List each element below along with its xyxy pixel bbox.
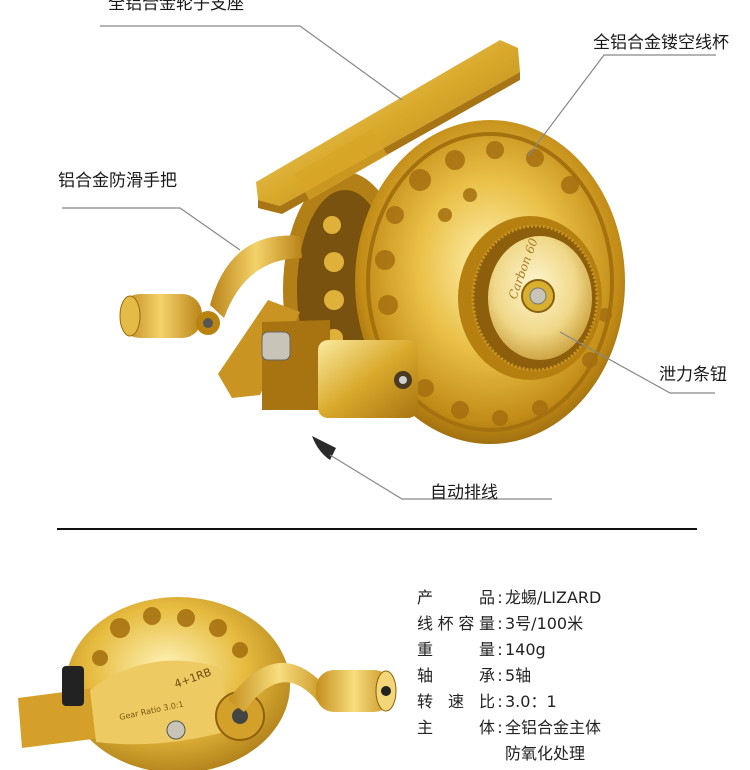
spec-key: 转速比 <box>417 692 495 711</box>
spec-list: 产品:龙蜴/LIZARD 线杯容量:3号/100米 重量:140g 轴承:5轴 … <box>417 585 601 767</box>
spec-row: 重量:140g <box>417 637 601 663</box>
side-handle-knob <box>316 670 392 712</box>
spec-value: 140g <box>505 640 546 659</box>
callout-reel-seat: 全铝合金轮子支座 <box>108 0 244 14</box>
handle-arm <box>210 235 302 318</box>
spec-row: 轴承:5轴 <box>417 663 601 689</box>
spec-value: 5轴 <box>505 666 532 685</box>
spec-value: 3.0：1 <box>505 692 557 711</box>
spec-key: 主体 <box>417 718 495 737</box>
spec-row: 转速比:3.0：1 <box>417 689 601 715</box>
spec-value: 龙蜴/LIZARD <box>505 588 602 607</box>
spec-key: 线杯容量 <box>417 614 495 633</box>
spec-key: 轴承 <box>417 666 495 685</box>
spec-key: 产品 <box>417 588 495 607</box>
section-divider <box>57 528 697 530</box>
side-handle-arm <box>228 662 330 712</box>
callout-auto-line: 自动排线 <box>430 483 498 503</box>
callout-leaders <box>62 25 716 500</box>
spool-side-holes <box>92 607 248 666</box>
spec-row: 线杯容量:3号/100米 <box>417 611 601 637</box>
reel-illustration-top: Carbon 60 <box>62 25 716 500</box>
reel-illustration-bottom: 4+1RB Gear Ratio 3.0:1 <box>18 597 397 770</box>
callout-drag-knob: 泄力条钮 <box>659 365 727 385</box>
spec-value: 全铝合金主体 <box>505 718 602 737</box>
spec-row: 产品:龙蜴/LIZARD <box>417 585 601 611</box>
callout-handle: 铝合金防滑手把 <box>58 171 177 191</box>
spec-row: 主体:全铝合金主体 <box>417 715 601 741</box>
spec-value: 3号/100米 <box>505 614 584 633</box>
side-plate <box>90 660 232 745</box>
spec-extra: 防氧化处理 <box>505 744 586 763</box>
auto-line-block <box>318 340 418 418</box>
spec-key: 重量 <box>417 640 495 659</box>
callout-spool: 全铝合金镂空线杯 <box>593 33 729 53</box>
handle-knob <box>120 294 202 338</box>
